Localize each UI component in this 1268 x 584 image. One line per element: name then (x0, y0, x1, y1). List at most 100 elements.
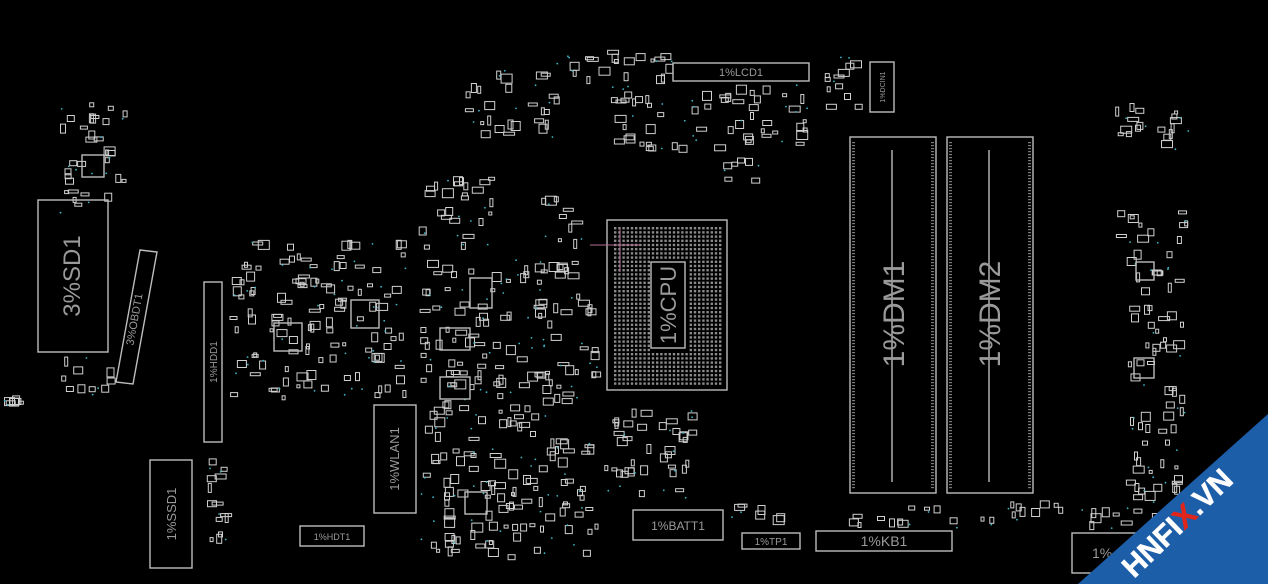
cpu-ball (698, 239, 701, 242)
cpu-socket[interactable]: 1%CPU (590, 219, 728, 391)
dm2-slot[interactable]: 1%DM2 (946, 136, 1034, 494)
via (505, 278, 508, 280)
cpu-ball (710, 361, 713, 364)
smd-component (478, 416, 486, 425)
smd-component (1091, 508, 1097, 519)
via (588, 442, 591, 445)
smd-component (510, 404, 521, 412)
cpu-ball (635, 256, 638, 259)
via (1110, 527, 1113, 529)
smd-component (420, 327, 427, 333)
cpu-ball (639, 252, 642, 255)
dimm-pin (1028, 241, 1031, 243)
top-right-connector[interactable]: 1%DCIN1 (869, 61, 895, 113)
cpu-ball (643, 252, 646, 255)
cpu-ball (643, 302, 646, 305)
cpu-ball (714, 281, 718, 284)
via (1152, 476, 1155, 479)
cpu-ball (630, 336, 634, 339)
kb1-connector[interactable]: 1%KB1 (815, 530, 953, 552)
smd-component (625, 133, 636, 144)
dimm-pin (949, 241, 952, 243)
cpu-ball (630, 256, 634, 259)
cpu-ball (660, 378, 663, 381)
smd-component (1011, 511, 1016, 519)
via (840, 56, 842, 59)
dimm-pin (931, 313, 934, 315)
smd-component (468, 333, 480, 338)
via (530, 337, 533, 339)
via (568, 56, 571, 59)
via (384, 330, 387, 332)
via (1167, 266, 1170, 269)
cpu-ball (626, 252, 629, 255)
side-connector[interactable]: 1%HDD1 (203, 281, 223, 443)
cpu-ball (626, 340, 629, 343)
cpu-ball (626, 365, 629, 368)
dimm-pin (949, 424, 952, 426)
cpu-ball (702, 348, 705, 352)
batt1-connector[interactable]: 1%BATT1 (632, 509, 724, 541)
dimm-pin (949, 238, 952, 240)
dimm-pin (949, 160, 952, 162)
cpu-ball (698, 252, 701, 255)
via (669, 429, 671, 432)
cpu-ball (689, 319, 692, 322)
dimm-pin (852, 484, 855, 486)
smd-component (477, 85, 482, 94)
hdt1-connector[interactable]: 1%HDT1 (299, 525, 365, 547)
smd-component (343, 375, 351, 381)
smd-component (536, 279, 542, 285)
smd-component (520, 523, 528, 532)
dimm-pin (949, 268, 952, 270)
tp1-connector[interactable]: 1%TP1 (741, 532, 801, 550)
cpu-ball (702, 248, 705, 251)
cpu-ball (647, 315, 650, 318)
cpu-ball (614, 319, 617, 322)
dimm-pin (931, 241, 934, 243)
cpu-ball (693, 306, 697, 310)
cpu-ball (664, 239, 667, 242)
cpu-ball (622, 302, 625, 305)
cpu-ball (685, 374, 688, 377)
cpu-ball (639, 332, 642, 335)
smd-component (1174, 475, 1183, 484)
smd-component (518, 382, 530, 389)
dimm-pin (852, 190, 855, 192)
dimm-pin (949, 361, 952, 363)
cpu-ball (630, 311, 634, 314)
cpu-ball (643, 248, 646, 251)
cpu-ball (719, 239, 722, 242)
via (795, 111, 797, 113)
via (432, 520, 435, 523)
obdt1-connector[interactable]: 3%OBDT1 (115, 249, 158, 385)
via (470, 519, 473, 521)
dm1-slot[interactable]: 1%DM1 (849, 136, 937, 494)
dimm-pin (1028, 418, 1031, 420)
via (472, 451, 475, 453)
wlan1-connector[interactable]: 1%WLAN1 (373, 404, 417, 514)
smd-component (1039, 500, 1050, 509)
cpu-ball (719, 273, 722, 276)
dimm-pin (949, 301, 952, 303)
dimm-pin (852, 325, 855, 327)
via (539, 510, 542, 513)
cpu-ball (643, 357, 646, 360)
dimm-pin (949, 331, 952, 333)
dimm-pin (931, 235, 934, 237)
cpu-ball (693, 248, 697, 251)
sd1-connector[interactable]: 3%SD1 (37, 199, 109, 353)
cpu-ball (618, 281, 621, 284)
dimm-pin (931, 310, 934, 312)
ssd1-connector[interactable]: 1%SSD1 (149, 459, 193, 569)
via (674, 469, 676, 472)
cpu-ball (714, 239, 718, 242)
dimm-pin (852, 253, 855, 255)
cpu-ball (668, 256, 671, 259)
smd-component (232, 286, 242, 297)
smd-component (468, 465, 479, 472)
smd-component (445, 207, 454, 216)
cpu-ball (626, 260, 629, 263)
cpu-ball (702, 357, 705, 360)
lcd1-connector[interactable]: 1%LCD1 (672, 62, 810, 82)
